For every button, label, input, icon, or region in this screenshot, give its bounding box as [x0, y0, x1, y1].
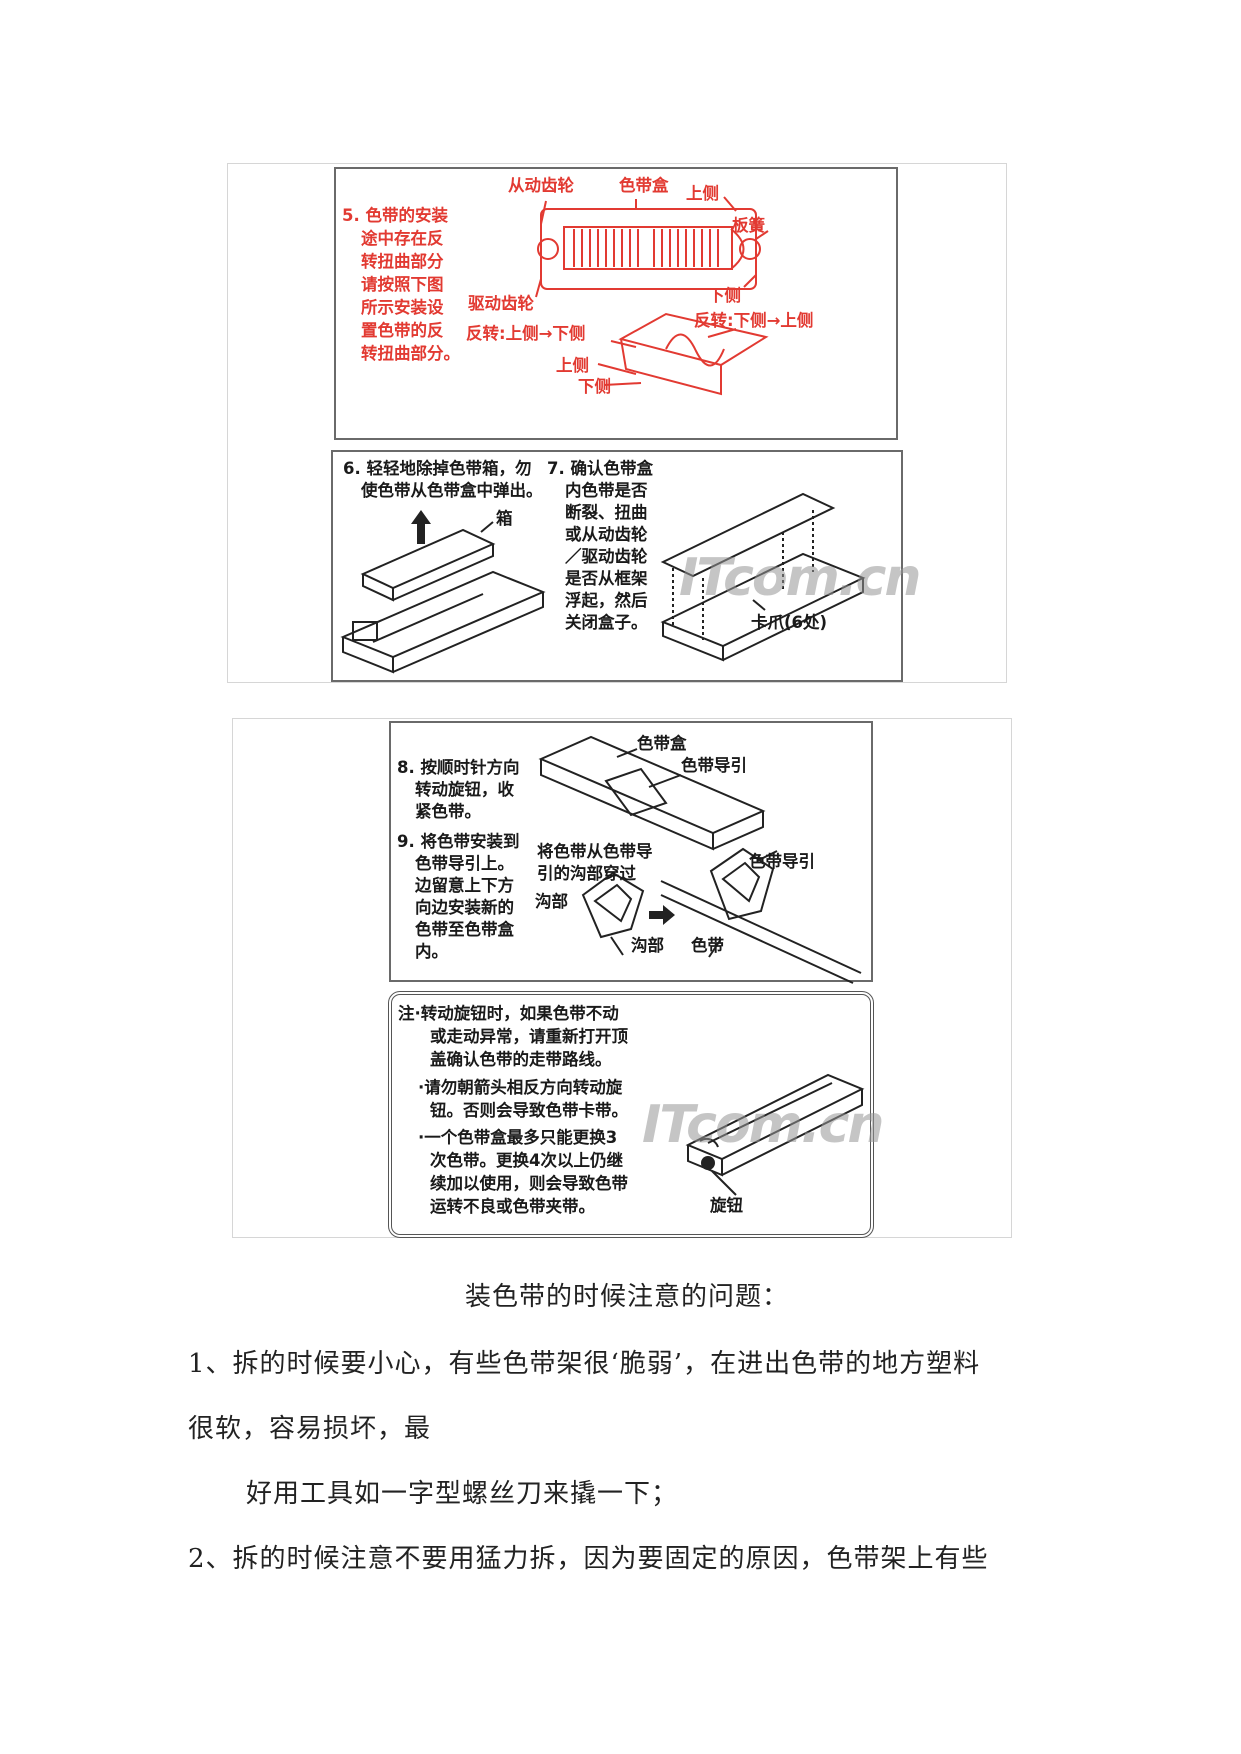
- step-9-line: 向边安装新的: [415, 898, 514, 917]
- step-7-line: ／驱动齿轮: [565, 547, 648, 566]
- step-7-line: 或从动齿轮: [565, 525, 648, 544]
- step-7-line: 是否从框架: [565, 569, 648, 588]
- ribbon-guide-right-label: 色带导引: [749, 852, 815, 871]
- note-panel: 注·转动旋钮时，如果色带不动 或走动异常，请重新打开顶 盖确认色带的走带路线。 …: [388, 991, 884, 1238]
- step-6-line: 6. 轻轻地除掉色带箱，勿: [343, 459, 532, 478]
- step-7-line: 内色带是否: [565, 481, 648, 500]
- groove-bottom-label: 沟部: [631, 936, 664, 955]
- ribbon-box-label: 色带盒: [637, 734, 687, 753]
- ribbon-install-figure-2: 8. 按顺时针方向 转动旋钮，收 紧色带。 9. 将色带安装到 色带导引上。 边…: [232, 718, 1012, 1238]
- step-8-line: 紧色带。: [415, 802, 481, 821]
- note-line: 运转不良或色带夹带。: [430, 1197, 595, 1216]
- upper-side-label-2: 上侧: [556, 356, 589, 375]
- watermark: ITcom.cn: [642, 1095, 884, 1155]
- cartridge-frame-left: [340, 570, 546, 659]
- claw-label: 卡爪(6处): [751, 613, 828, 632]
- step-9-line: 色带导引上。: [415, 854, 514, 873]
- step-5-line: 转扭曲部分: [361, 252, 444, 271]
- step-7-line: 浮起，然后: [565, 591, 648, 610]
- step-7-line: 7. 确认色带盒: [547, 459, 653, 478]
- drive-gear-label: 驱动齿轮: [468, 294, 534, 313]
- driven-gear-shape: [537, 238, 559, 260]
- knob-label: 旋钮: [710, 1196, 743, 1215]
- ribbon-cartridge-drawing-red: [535, 196, 769, 396]
- step-6-line: 使色带从色带盒中弹出。: [361, 481, 543, 500]
- watermark: ITcom.cn: [679, 548, 921, 608]
- step-9-line: 色带至色带盒: [415, 920, 514, 939]
- groove-left-label: 沟部: [535, 892, 568, 911]
- step-5-panel: 5. 色带的安装 途中存在反 转扭曲部分 请按照下图 所示安装设 置色带的反 转…: [334, 167, 898, 440]
- box-label: 箱: [496, 509, 513, 528]
- twist-detail-tray: [618, 312, 769, 367]
- guide-instruction-line: 引的沟部穿过: [537, 864, 636, 883]
- note-line: 或走动异常，请重新打开顶: [430, 1027, 628, 1046]
- guide-instruction-line: 将色带从色带导: [537, 842, 653, 861]
- leaf-spring-label: 板簧: [732, 216, 765, 235]
- driven-gear-label: 从动齿轮: [508, 176, 574, 195]
- ribbon-install-figure-1: 5. 色带的安装 途中存在反 转扭曲部分 请按照下图 所示安装设 置色带的反 转…: [227, 163, 1007, 683]
- step-7-line: 关闭盒子。: [565, 613, 648, 632]
- knob-cartridge-drawing: [685, 1073, 865, 1196]
- twist-detail-ribbon: [665, 333, 725, 367]
- paragraph-line: 好用工具如一字型螺丝刀来撬一下；: [246, 1479, 679, 1509]
- twist-detail-tray-side: [620, 338, 722, 396]
- steps-8-9-panel: 8. 按顺时针方向 转动旋钮，收 紧色带。 9. 将色带安装到 色带导引上。 边…: [389, 721, 873, 984]
- step-9-line: 边留意上下方: [415, 876, 514, 895]
- ribbon-box-shape: [360, 528, 496, 590]
- step-5-line: 转扭曲部分。: [361, 344, 460, 363]
- note-line: ·一个色带盒最多只能更换3: [418, 1128, 618, 1147]
- ribbon-twist-curve: [730, 228, 745, 270]
- cartridge-window: [563, 226, 733, 270]
- cartridge-lid-right: [660, 492, 836, 578]
- step-5-line: 5. 色带的安装: [342, 206, 448, 225]
- step-5-line: 请按照下图: [361, 275, 444, 294]
- note-line: ·请勿朝箭头相反方向转动旋: [418, 1078, 623, 1097]
- note-line: 注·转动旋钮时，如果色带不动: [398, 1004, 619, 1023]
- reverse-left-label: 反转:上侧→下侧: [466, 324, 586, 343]
- paragraph-line: 2、拆的时候注意不要用猛力拆，因为要固定的原因，色带架上有些: [188, 1544, 989, 1574]
- ribbon-guide-top-label: 色带导引: [681, 756, 747, 775]
- guide-detail-left: [581, 871, 645, 939]
- guide-detail-right: [709, 847, 775, 921]
- upper-side-label: 上侧: [686, 184, 719, 203]
- step-7-line: 断裂、扭曲: [565, 503, 648, 522]
- ribbon-guide-drawing: [538, 735, 862, 984]
- step-5-line: 途中存在反: [361, 229, 444, 248]
- knob-icon: [701, 1156, 715, 1170]
- spring-gear-shape: [739, 238, 761, 260]
- reverse-right-label: 反转:下侧→上侧: [694, 311, 814, 330]
- step-8-line: 转动旋钮，收: [415, 780, 514, 799]
- note-line: 续加以使用，则会导致色带: [430, 1174, 628, 1193]
- ribbon-guide-shape: [604, 767, 668, 817]
- up-arrow-icon: [411, 510, 431, 544]
- note-line: 次色带。更换4次以上仍继: [430, 1151, 623, 1170]
- steps-6-7-drawing: [340, 492, 866, 674]
- lower-side-label: 下侧: [708, 286, 741, 305]
- section-heading: 装色带的时候注意的问题：: [465, 1282, 790, 1312]
- step-9-line: 9. 将色带安装到: [397, 832, 520, 851]
- note-line: 盖确认色带的走带路线。: [430, 1050, 612, 1069]
- right-arrow-icon: [649, 905, 675, 925]
- note-line: 钮。否则会导致色带卡带。: [430, 1101, 628, 1120]
- step-5-line: 置色带的反: [361, 321, 444, 340]
- ribbon-label: 色带: [691, 936, 724, 955]
- step-8-line: 8. 按顺时针方向: [397, 758, 520, 777]
- lower-side-label-2: 下侧: [578, 377, 611, 396]
- paragraph-line: 很软，容易损坏，最: [188, 1414, 432, 1444]
- steps-6-7-panel: 6. 轻轻地除掉色带箱，勿 使色带从色带盒中弹出。 箱: [331, 450, 921, 682]
- cartridge-outline: [540, 208, 757, 290]
- step-9-line: 内。: [415, 942, 448, 961]
- step-5-line: 所示安装设: [361, 298, 444, 317]
- ribbon-folds: [573, 229, 719, 267]
- paragraph-line: 1、拆的时候要小心，有些色带架很‘脆弱’，在进出色带的地方塑料: [188, 1349, 981, 1379]
- ribbon-box-label: 色带盒: [619, 176, 669, 195]
